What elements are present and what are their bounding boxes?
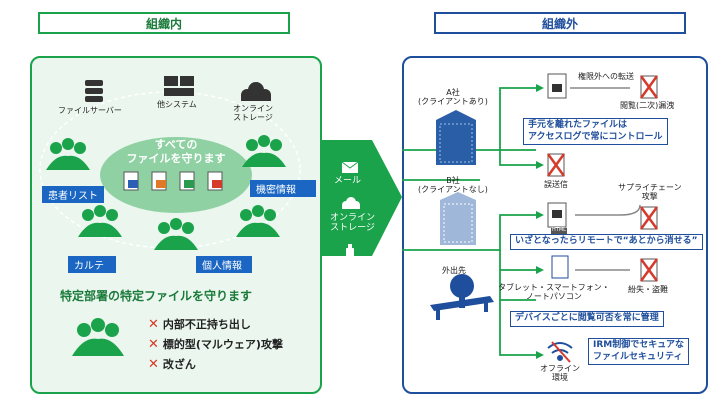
risk-label: 標的型(マルウェア)攻撃: [162, 338, 283, 351]
unauthorized-transfer-label: 権限外への転送: [578, 72, 634, 81]
protect-ellipse: [100, 137, 252, 213]
risk-item: ✕標的型(マルウェア)攻撃: [148, 336, 283, 352]
department-heading: 特定部署の特定ファイルを守ります: [60, 289, 253, 303]
mail-icon: [341, 161, 359, 173]
external-label: 外出先: [442, 266, 466, 275]
other-system-icon: [164, 76, 194, 96]
protect-title: すべての ファイルを守ります: [126, 138, 226, 166]
x-icon: ✕: [148, 336, 159, 352]
risk-label: 改ざん: [162, 358, 196, 371]
device-control-box: デバイスごとに閲覧可否を常に管理: [510, 311, 664, 327]
outside-header-label: 組織外: [541, 16, 578, 31]
offline-label: オフライン 環境: [540, 364, 580, 383]
remote-erase-box: いざとなったらリモートで“あとから消せる”: [510, 234, 703, 250]
channel-arrow: [322, 140, 402, 256]
building-b-icon: [440, 192, 476, 245]
access-log-box: 手元を離れたファイルは アクセスログで常にコントロール: [523, 118, 668, 146]
loss-theft-label: 紛失・盗難: [628, 285, 668, 294]
company-a-label: A社 (クライアントあり): [418, 88, 488, 107]
inside-header-label: 組織内: [145, 16, 182, 31]
supply-chain-label: サプライチェーン 攻撃: [618, 183, 682, 202]
risk-label: 内部不正持ち出し: [162, 318, 251, 331]
bench-icon: [430, 274, 494, 320]
company-b-label: B社 (クライアントなし): [418, 176, 488, 195]
threat-arrows: [570, 87, 641, 271]
building-a-icon: [436, 110, 476, 165]
cloud-icon: [241, 82, 271, 101]
server-icon: [85, 80, 103, 102]
arrowheads: [536, 84, 544, 359]
x-icon: ✕: [148, 356, 159, 372]
inside-header: 組織内: [38, 12, 290, 34]
x-icon: ✕: [148, 316, 159, 332]
irm-box: IRM制御でセキュアな ファイルセキュリティ: [588, 338, 690, 366]
devices-label: タブレット・スマートフォン・ ノートパソコン: [498, 283, 610, 302]
html-tag: HTML: [551, 227, 567, 234]
file-icons: [123, 171, 223, 191]
tag-confidential: 機密情報: [250, 180, 316, 197]
channel-mail: メール: [334, 176, 362, 186]
risk-item: ✕内部不正持ち出し: [148, 316, 251, 332]
tag-medical-record: カルテ: [68, 256, 116, 273]
channel-usb: USB: [340, 264, 359, 274]
tag-personal-info: 個人情報: [196, 256, 252, 273]
file-server-label: ファイルサーバー: [58, 106, 122, 115]
storage-cloud-icon: [342, 197, 360, 209]
usb-icon: [346, 244, 354, 260]
outside-header: 組織外: [434, 12, 686, 34]
people-icons: [46, 135, 286, 356]
channel-storage: オンライン ストレージ: [330, 213, 376, 234]
missend-label: 誤送信: [544, 180, 568, 189]
blocked-file-icons: [546, 75, 659, 282]
risk-item: ✕改ざん: [148, 356, 196, 372]
other-system-label: 他システム: [157, 100, 197, 109]
locked-file-icons: [547, 73, 569, 279]
leak-label: 閲覧(二次)漏洩: [620, 101, 675, 110]
online-storage-label: オンライン ストレージ: [233, 104, 273, 123]
wifi-off-icon: [547, 341, 573, 363]
tag-patient-list: 患者リスト: [42, 186, 104, 203]
